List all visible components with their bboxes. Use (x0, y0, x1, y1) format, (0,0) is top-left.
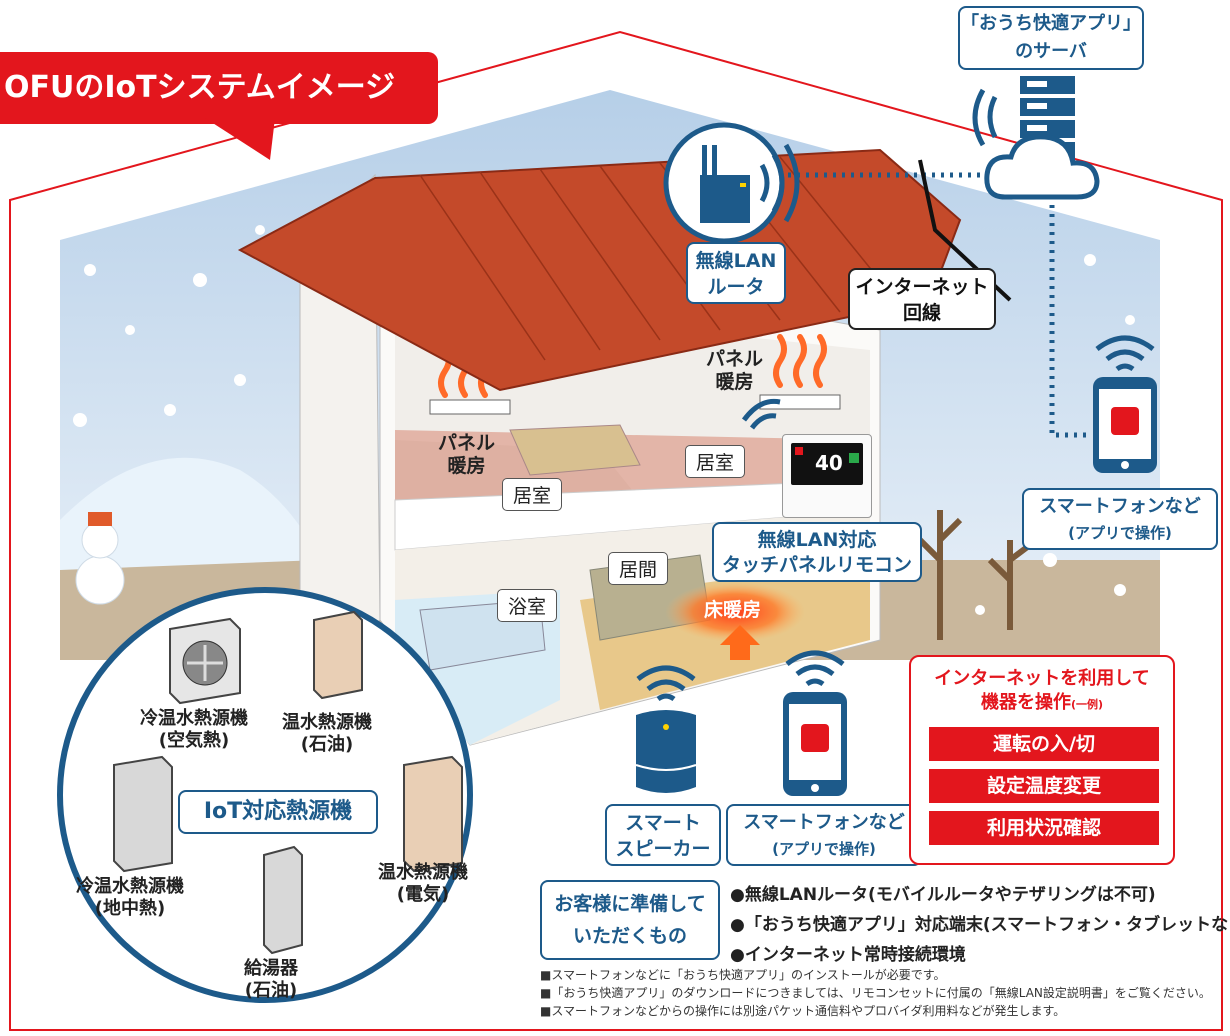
internet-label: インターネット 回線 (848, 268, 996, 330)
snowflakes (73, 225, 1135, 615)
operations-title-line2: 機器を操作 (980, 692, 1071, 713)
remote-label: 無線LAN対応 タッチパネルリモコン (712, 522, 922, 582)
server-label-line1: 「おうち快適アプリ」 (961, 13, 1141, 34)
prepare-label-line1: お客様に準備して (554, 893, 706, 915)
panel-heater-right-label: パネル 暖房 (706, 348, 763, 394)
smartphone-right-label: スマートフォンなど (アプリで操作) (1022, 488, 1218, 550)
speaker-label: スマート スピーカー (605, 804, 721, 866)
panel-heater-right-line1: パネル (706, 348, 764, 370)
note-install: ■スマートフォンなどに「おうち快適アプリ」のインストールが必要です。 (540, 968, 946, 982)
smart-speaker-icon (635, 665, 697, 793)
boiler-electric-label: 温水熱源機 (電気) (378, 862, 468, 905)
op-set-temperature: 設定温度変更 (929, 769, 1159, 803)
title-banner (0, 52, 438, 124)
router-label-line2: ルータ (707, 276, 765, 298)
panel-heater-left-line1: パネル (438, 432, 496, 454)
internet-label-line2: 回線 (902, 302, 941, 324)
snowman (75, 512, 125, 605)
room-tag-living: 居間 (608, 552, 669, 585)
remote-wifi-icon (741, 398, 781, 430)
remote-temp: 40 (815, 451, 843, 475)
op-power-toggle: 運転の入/切 (929, 727, 1159, 761)
boiler-electric-line1: 温水熱源機 (378, 862, 468, 883)
boiler-oil-label: 温水熱源機 (石油) (282, 712, 372, 755)
water-heater-line2: (石油) (244, 979, 298, 1001)
room-tag-bedroom-right: 居室 (685, 445, 746, 478)
smartphone-right-sub: (アプリで操作) (1068, 524, 1172, 542)
prepare-label-line2: いただくもの (572, 925, 687, 947)
chiller-air-label: 冷温水熱源機 (空気熱) (140, 708, 248, 751)
remote-label-line1: 無線LAN対応 (757, 529, 877, 551)
prepare-item-device: ●「おうち快適アプリ」対応端末(スマートフォン・タブレットなど) (730, 915, 1230, 935)
panel-heater-right-line2: 暖房 (715, 370, 754, 393)
router-icon (663, 122, 800, 244)
panel-heater-left-line2: 暖房 (447, 454, 486, 477)
boiler-electric-line2: (電気) (396, 883, 450, 905)
room-tag-bath: 浴室 (497, 589, 558, 622)
smartphone-bottom-sub: (アプリで操作) (772, 840, 876, 858)
internet-label-line1: インターネット (855, 276, 989, 298)
water-heater-label: 給湯器 (石油) (244, 958, 298, 1001)
router-label-line1: 無線LAN (695, 250, 777, 272)
snow-hill (60, 457, 320, 570)
room-tag-bedroom-left: 居室 (502, 478, 563, 511)
water-heater-line1: 給湯器 (244, 958, 298, 979)
smartphone-bottom-label: スマートフォンなど (アプリで操作) (726, 804, 922, 866)
remote-label-line2: タッチパネルリモコン (721, 554, 912, 576)
prepare-item-router: ●無線LANルータ(モバイルルータやテザリングは不可) (730, 885, 1156, 905)
chiller-ground-label: 冷温水熱源機 (地中熱) (76, 876, 184, 919)
router-label: 無線LAN ルータ (686, 242, 786, 304)
remote-indicator-green (849, 453, 859, 463)
smartphone-bottom-title: スマートフォンなど (743, 812, 905, 833)
prepare-label: お客様に準備して いただくもの (540, 880, 720, 960)
speaker-label-line1: スマート (625, 812, 701, 834)
operations-title-line1: インターネットを利用して (934, 668, 1150, 689)
operations-panel: インターネットを利用して 機器を操作(一例) 運転の入/切 設定温度変更 利用状… (909, 655, 1175, 865)
banner-tail-icon (205, 118, 275, 160)
smartphone-right-title: スマートフォンなど (1039, 496, 1201, 517)
chiller-ground-line1: 冷温水熱源機 (76, 876, 184, 897)
note-download: ■「おうち快適アプリ」のダウンロードにつきましては、リモコンセットに付属の「無線… (540, 986, 1211, 1000)
boiler-oil-line2: (石油) (300, 733, 354, 755)
remote-indicator (795, 447, 803, 455)
server-label: 「おうち快適アプリ」 のサーバ (958, 6, 1144, 70)
remote-screen: 40 (791, 443, 863, 485)
boiler-electric-unit-icon (403, 755, 463, 873)
speaker-label-line2: スピーカー (615, 838, 711, 860)
server-cloud-icon (972, 76, 1100, 200)
chiller-air-line1: 冷温水熱源機 (140, 708, 248, 729)
server-label-line2: のサーバ (1015, 41, 1087, 62)
network-link (770, 172, 1090, 438)
note-fees: ■スマートフォンなどからの操作には別途パケット通信料やプロバイダ利用料などが発生… (540, 1004, 1066, 1018)
banner-title: OFUのIoTシステムイメージ (4, 70, 396, 105)
roof (237, 148, 962, 392)
smartphone-bottom-icon (783, 650, 847, 796)
bare-trees (917, 510, 1032, 640)
boiler-oil-line1: 温水熱源機 (282, 712, 372, 733)
chiller-ground-line2: (地中熱) (94, 897, 166, 919)
touch-panel-remote: 40 (782, 434, 872, 518)
floor-heating-label: 床暖房 (704, 599, 762, 621)
heat-source-title: IoT対応熱源機 (178, 790, 378, 834)
heat-arrow-icon (720, 625, 760, 660)
operations-title-small: (一例) (1070, 698, 1104, 711)
panel-heater-left-label: パネル 暖房 (438, 432, 495, 478)
prepare-item-internet: ●インターネット常時接続環境 (730, 945, 966, 965)
water-heater-unit-icon (263, 845, 303, 955)
chiller-air-line2: (空気熱) (158, 729, 230, 751)
operations-title: インターネットを利用して 機器を操作(一例) (911, 667, 1173, 717)
boiler-oil-unit-icon (313, 610, 363, 700)
smartphone-right-icon (1093, 335, 1157, 473)
chiller-air-unit-icon (169, 617, 241, 705)
chiller-ground-unit-icon (113, 755, 173, 873)
op-usage-status: 利用状況確認 (929, 811, 1159, 845)
floor-heating-glow (665, 582, 805, 642)
